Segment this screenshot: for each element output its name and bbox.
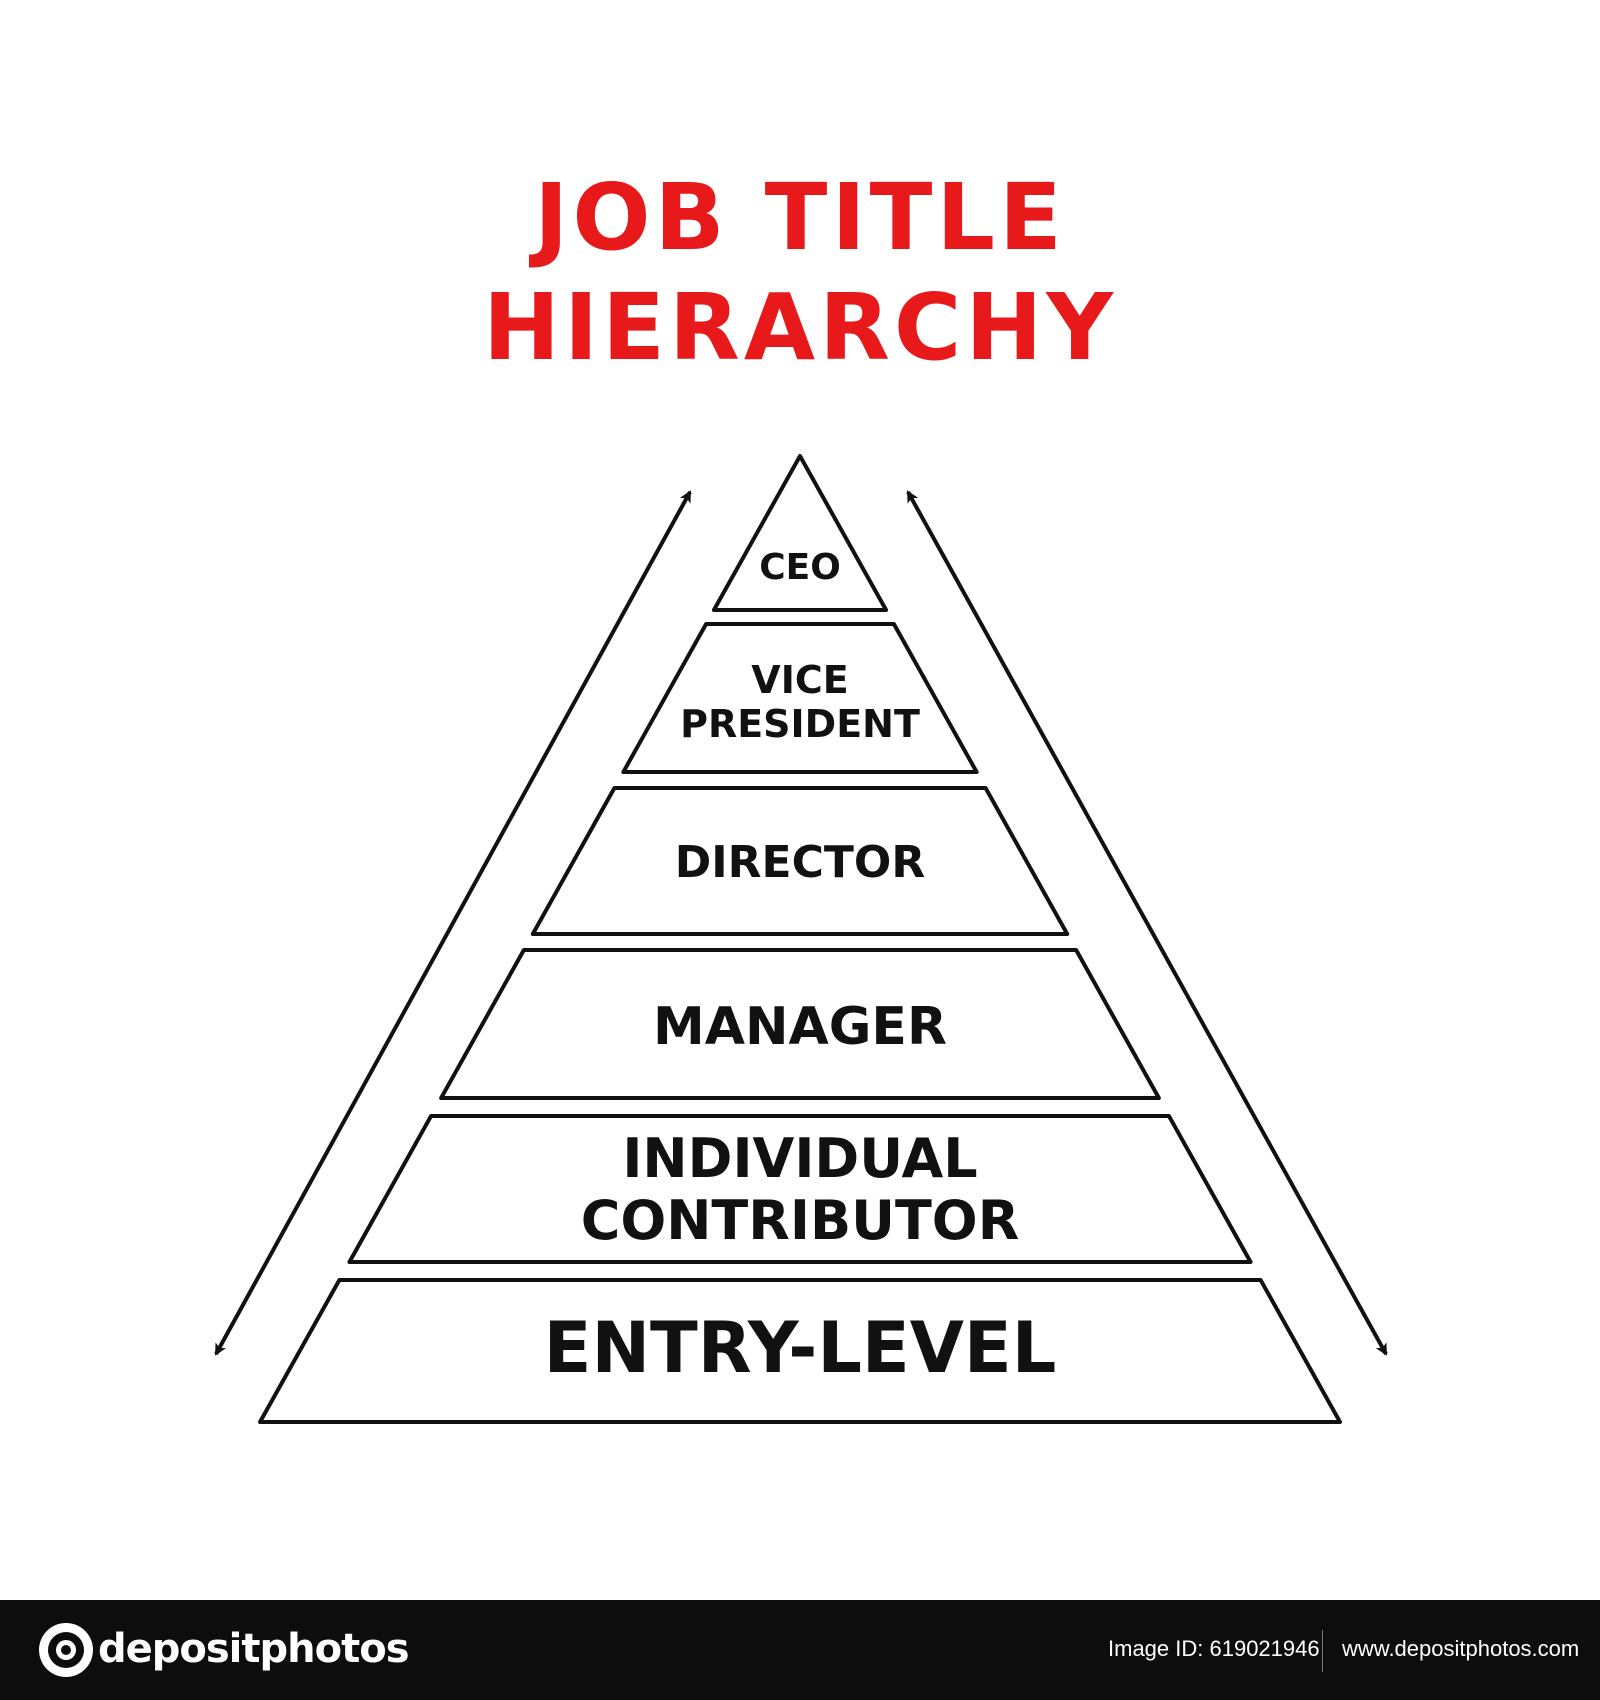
- level-label-manager: MANAGER: [653, 997, 947, 1057]
- diagram-title-line-2: HIERARCHY: [482, 274, 1118, 381]
- left-double-arrow: [214, 490, 692, 1356]
- diagram-canvas: JOB TITLE HIERARCHY CEO VICE PRESIDENT D…: [214, 164, 1388, 1424]
- pyramid-diagram: [214, 454, 1388, 1424]
- footer-image-id: Image ID: 619021946: [1108, 1636, 1320, 1661]
- footer-url-link[interactable]: www.depositphotos.com: [1342, 1636, 1580, 1661]
- pyramid-tier-ceo: [711, 454, 889, 612]
- level-label-ceo: CEO: [759, 547, 841, 588]
- level-label-individual-contributor: INDIVIDUAL CONTRIBUTOR: [580, 1127, 1020, 1252]
- level-label-director: DIRECTOR: [674, 837, 926, 888]
- footer-brand-name: depositphotos: [98, 1626, 410, 1672]
- footer-bar: depositphotos Image ID: 619021946 www.de…: [0, 1600, 1600, 1700]
- level-label-entry-level: ENTRY-LEVEL: [543, 1307, 1057, 1389]
- footer-separator: [1322, 1630, 1323, 1672]
- right-double-arrow: [906, 490, 1388, 1356]
- diagram-title-line-1: JOB TITLE: [534, 164, 1066, 271]
- depositphotos-logo-icon: [39, 1623, 93, 1677]
- level-label-vice-president: VICE PRESIDENT: [680, 658, 920, 746]
